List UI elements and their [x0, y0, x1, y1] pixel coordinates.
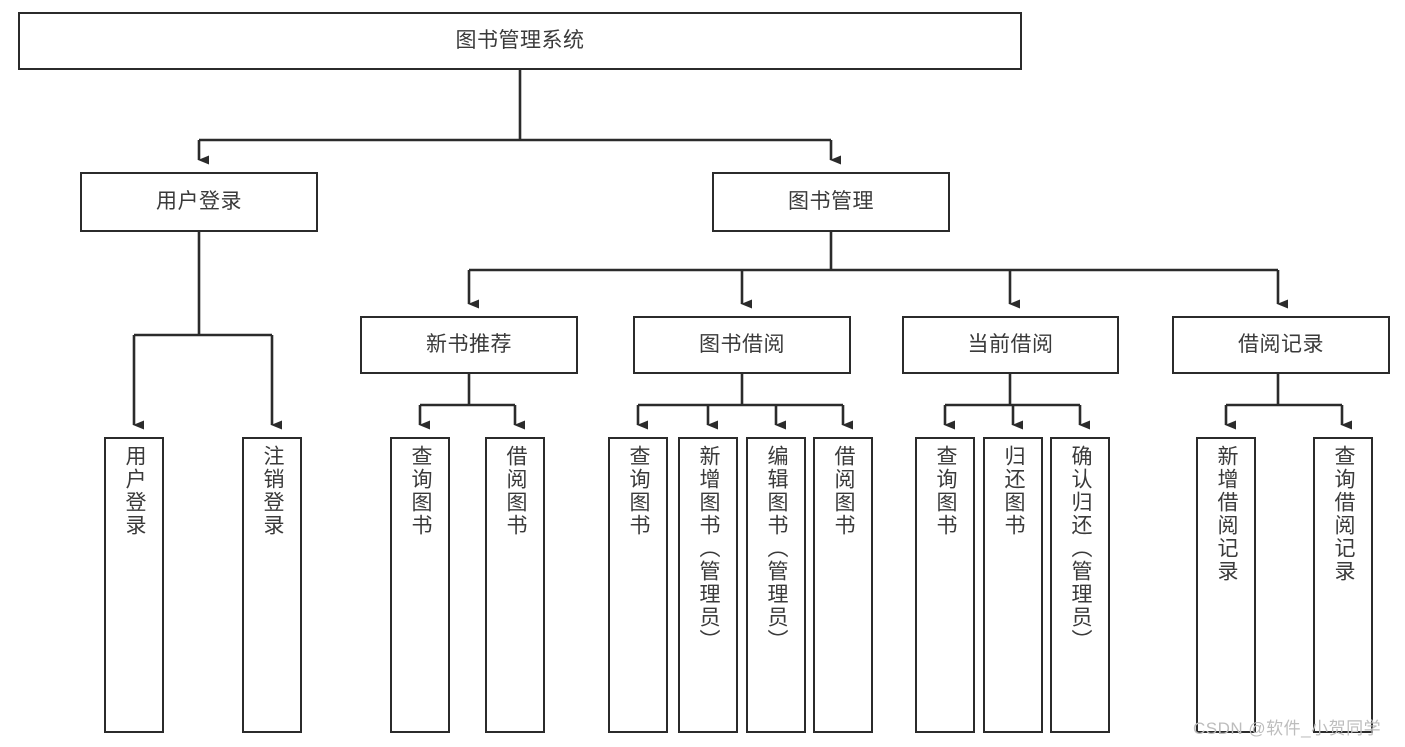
current-borrow-node[interactable]: 当前借阅 — [902, 316, 1119, 374]
new-book-recommend-node-label: 新书推荐 — [426, 333, 512, 357]
leaf-return-book-label: 归还图书 — [1002, 445, 1026, 537]
leaf-query-book-recommend-label: 查询图书 — [409, 445, 433, 537]
leaf-edit-book-admin[interactable]: 编辑图书（管理员） — [746, 437, 806, 733]
leaf-logout-label: 注销登录 — [261, 445, 285, 537]
leaf-user-login-label: 用户登录 — [123, 445, 147, 537]
leaf-borrow-book-recommend[interactable]: 借阅图书 — [485, 437, 545, 733]
book-borrow-node[interactable]: 图书借阅 — [633, 316, 851, 374]
borrow-record-node[interactable]: 借阅记录 — [1172, 316, 1390, 374]
csdn-watermark: CSDN @软件_小贺同学 — [1193, 719, 1382, 738]
leaf-logout[interactable]: 注销登录 — [242, 437, 302, 733]
user-login-node-label: 用户登录 — [156, 190, 242, 214]
leaf-query-book-borrow-label: 查询图书 — [627, 445, 651, 537]
user-login-node[interactable]: 用户登录 — [80, 172, 318, 232]
leaf-query-book-current-label: 查询图书 — [934, 445, 958, 537]
leaf-confirm-return-admin-label: 确认归还（管理员） — [1069, 445, 1093, 652]
leaf-borrow-book[interactable]: 借阅图书 — [813, 437, 873, 733]
root-node[interactable]: 图书管理系统 — [18, 12, 1022, 70]
leaf-user-login[interactable]: 用户登录 — [104, 437, 164, 733]
borrow-record-node-label: 借阅记录 — [1238, 333, 1324, 357]
leaf-borrow-book-recommend-label: 借阅图书 — [504, 445, 528, 537]
leaf-add-borrow-record[interactable]: 新增借阅记录 — [1196, 437, 1256, 733]
book-borrow-node-label: 图书借阅 — [699, 333, 785, 357]
leaf-query-book-current[interactable]: 查询图书 — [915, 437, 975, 733]
leaf-query-borrow-record[interactable]: 查询借阅记录 — [1313, 437, 1373, 733]
leaf-add-borrow-record-label: 新增借阅记录 — [1215, 445, 1239, 583]
leaf-edit-book-admin-label: 编辑图书（管理员） — [765, 445, 789, 652]
leaf-borrow-book-label: 借阅图书 — [832, 445, 856, 537]
book-management-node[interactable]: 图书管理 — [712, 172, 950, 232]
leaf-query-book-recommend[interactable]: 查询图书 — [390, 437, 450, 733]
root-node-label: 图书管理系统 — [455, 29, 585, 53]
book-management-node-label: 图书管理 — [788, 190, 874, 214]
leaf-add-book-admin-label: 新增图书（管理员） — [697, 445, 721, 652]
current-borrow-node-label: 当前借阅 — [967, 333, 1054, 357]
leaf-add-book-admin[interactable]: 新增图书（管理员） — [678, 437, 738, 733]
leaf-query-book-borrow[interactable]: 查询图书 — [608, 437, 668, 733]
leaf-return-book[interactable]: 归还图书 — [983, 437, 1043, 733]
leaf-query-borrow-record-label: 查询借阅记录 — [1332, 445, 1356, 583]
new-book-recommend-node[interactable]: 新书推荐 — [360, 316, 578, 374]
leaf-confirm-return-admin[interactable]: 确认归还（管理员） — [1050, 437, 1110, 733]
